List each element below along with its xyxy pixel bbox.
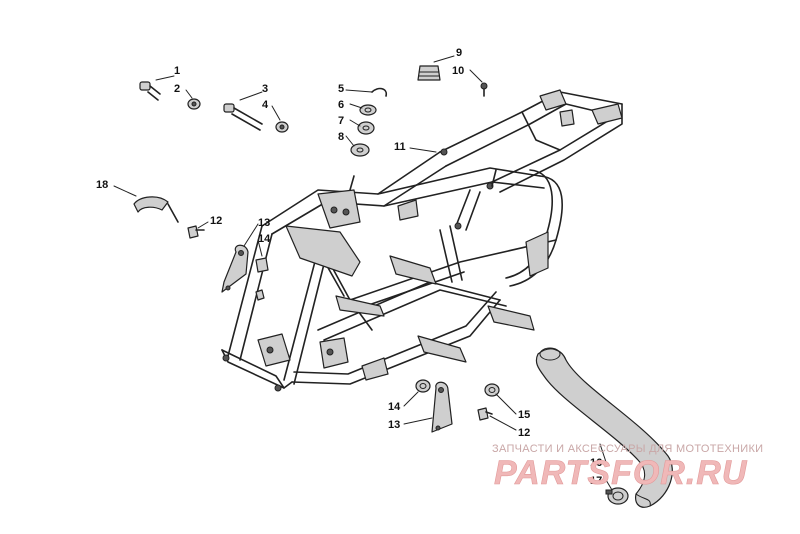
part-7-bushing bbox=[357, 121, 375, 135]
callout-1: 1 bbox=[174, 65, 180, 77]
part-4-nut bbox=[275, 121, 289, 133]
callout-11: 11 bbox=[394, 141, 406, 153]
watermark-brand: PARTSFOR.RU bbox=[494, 454, 748, 492]
callout-14-upper: 14 bbox=[258, 233, 271, 245]
callout-8: 8 bbox=[338, 131, 344, 143]
callout-7: 7 bbox=[338, 115, 344, 127]
part-14-bushing-upper bbox=[255, 257, 269, 273]
part-stud bbox=[255, 289, 265, 301]
main-frame bbox=[221, 89, 623, 392]
callout-9: 9 bbox=[456, 47, 462, 59]
callout-4: 4 bbox=[262, 99, 269, 111]
callout-6: 6 bbox=[338, 99, 344, 111]
leader-lines bbox=[113, 55, 613, 491]
part-13-mount-bracket-lower bbox=[431, 381, 453, 433]
part-12-screw-upper bbox=[187, 225, 205, 239]
part-8-washer bbox=[350, 143, 370, 157]
part-10-screw bbox=[480, 82, 488, 97]
part-1-bolt bbox=[139, 81, 161, 101]
part-17-clamp bbox=[605, 487, 629, 505]
callout-14-lower: 14 bbox=[388, 401, 401, 413]
callout-5: 5 bbox=[338, 83, 344, 95]
part-14-bushing-lower bbox=[415, 379, 431, 393]
part-9-bumper bbox=[417, 65, 441, 81]
part-13-mount-bracket-upper bbox=[221, 244, 249, 293]
callout-18: 18 bbox=[96, 179, 108, 191]
callout-16: 16 bbox=[590, 457, 602, 469]
callout-12-lower: 12 bbox=[518, 427, 530, 439]
callout-2: 2 bbox=[174, 83, 180, 95]
watermark: ЗАПЧАСТИ И АКСЕССУАРЫ ДЛЯ МОТОТЕХНИКИ PA… bbox=[492, 443, 763, 492]
callout-13-lower: 13 bbox=[388, 419, 400, 431]
watermark-subtitle: ЗАПЧАСТИ И АКСЕССУАРЫ ДЛЯ МОТОТЕХНИКИ bbox=[492, 443, 763, 455]
part-16-hose bbox=[535, 347, 673, 508]
callout-10: 10 bbox=[452, 65, 464, 77]
callout-3: 3 bbox=[262, 83, 268, 95]
callout-13-upper: 13 bbox=[258, 217, 270, 229]
part-5-clip bbox=[371, 87, 388, 97]
part-18-strap bbox=[133, 196, 179, 223]
callout-17: 17 bbox=[590, 475, 602, 487]
part-2-nut bbox=[187, 98, 201, 110]
part-3-long-bolt bbox=[223, 103, 263, 131]
callout-labels: 1 2 3 4 5 6 7 8 9 10 11 18 12 13 14 14 1… bbox=[96, 47, 602, 487]
part-15-bushing bbox=[484, 383, 500, 397]
part-6-washer bbox=[359, 104, 377, 116]
callout-15: 15 bbox=[518, 409, 530, 421]
callout-12-upper: 12 bbox=[210, 215, 222, 227]
part-12-screw-lower bbox=[477, 407, 493, 421]
